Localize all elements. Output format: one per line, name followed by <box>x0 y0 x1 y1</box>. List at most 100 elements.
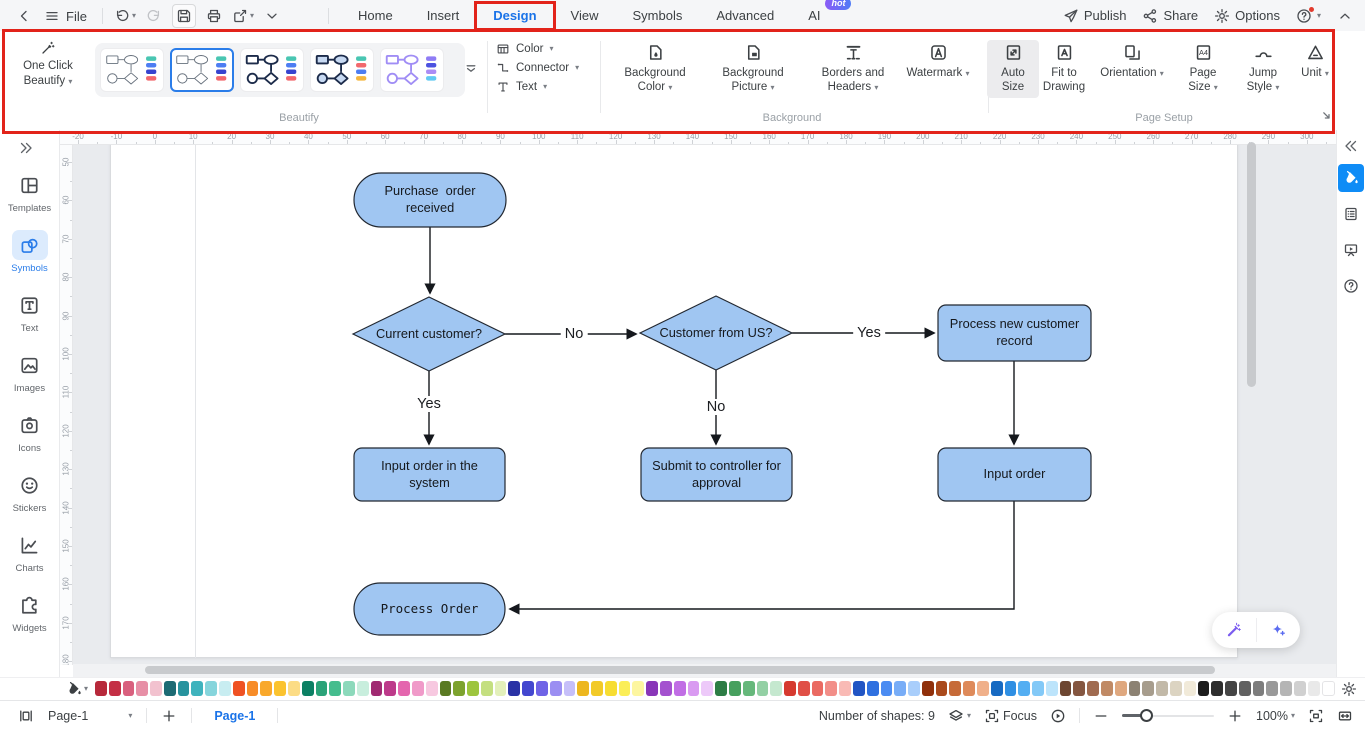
beautify-preset-style-purple[interactable] <box>380 48 444 92</box>
color-swatch[interactable] <box>784 681 796 696</box>
color-swatch[interactable] <box>1225 681 1237 696</box>
color-swatch[interactable] <box>301 681 314 696</box>
color-swatch[interactable] <box>687 681 700 696</box>
color-swatch[interactable] <box>756 681 769 696</box>
color-swatch[interactable] <box>811 681 824 696</box>
undo-button[interactable]: ▾ <box>114 8 136 24</box>
color-swatch[interactable] <box>1183 681 1196 696</box>
right-panel-help-circle[interactable] <box>1338 272 1364 300</box>
color-swatch[interactable] <box>370 681 383 696</box>
connector-menu[interactable]: Connector▾ <box>496 61 579 75</box>
color-swatch[interactable] <box>480 681 493 696</box>
share-button[interactable]: Share <box>1142 8 1198 24</box>
color-swatch[interactable] <box>1032 681 1044 696</box>
color-swatch[interactable] <box>1059 681 1072 696</box>
flowchart-node[interactable] <box>351 296 507 372</box>
color-swatch[interactable] <box>632 681 645 696</box>
file-menu[interactable]: File <box>44 8 87 24</box>
vertical-scrollbar[interactable] <box>1247 142 1256 387</box>
tab-symbols[interactable]: Symbols <box>632 8 683 23</box>
color-swatch[interactable] <box>1114 681 1127 696</box>
beautify-preset-style-light-1[interactable] <box>100 48 164 92</box>
color-swatch[interactable] <box>1087 681 1100 696</box>
color-swatch[interactable] <box>591 681 603 696</box>
beautify-preset-style-bold-filled[interactable] <box>310 48 374 92</box>
color-swatch[interactable] <box>287 681 300 696</box>
fit-screen-button[interactable] <box>1308 708 1324 724</box>
color-swatch[interactable] <box>977 681 989 696</box>
color-swatch[interactable] <box>1266 681 1279 696</box>
beautify-preset-style-bold-dark[interactable] <box>240 48 304 92</box>
color-swatch[interactable] <box>205 681 218 696</box>
color-swatch[interactable] <box>315 681 328 696</box>
flowchart-node[interactable] <box>353 582 506 636</box>
color-swatch[interactable] <box>398 681 410 696</box>
beautify-preset-style-light-2[interactable] <box>170 48 234 92</box>
color-swatch[interactable] <box>604 681 617 696</box>
add-page-button[interactable] <box>161 708 177 724</box>
color-menu[interactable]: Color▾ <box>496 42 579 56</box>
jump-style-button[interactable]: Jump Style ▾ <box>1235 40 1291 98</box>
color-swatch[interactable] <box>136 681 149 696</box>
color-swatch[interactable] <box>563 681 576 696</box>
sidebar-item-charts[interactable]: Charts <box>2 530 58 574</box>
color-swatch[interactable] <box>1307 681 1320 696</box>
color-swatch[interactable] <box>108 681 121 696</box>
fill-tool-button[interactable]: ▾ <box>66 681 88 697</box>
color-swatch[interactable] <box>949 681 962 696</box>
color-swatch[interactable] <box>411 681 424 696</box>
color-swatch[interactable] <box>1293 681 1306 696</box>
color-swatch[interactable] <box>935 681 948 696</box>
zoom-slider[interactable] <box>1122 708 1214 723</box>
color-swatch[interactable] <box>191 681 204 696</box>
color-swatch[interactable] <box>1156 681 1168 696</box>
focus-button[interactable]: Focus <box>984 708 1037 724</box>
color-swatch[interactable] <box>660 681 672 696</box>
tab-design[interactable]: Design <box>474 0 556 31</box>
flowchart-node[interactable] <box>640 447 793 502</box>
horizontal-scrollbar[interactable] <box>145 666 1215 674</box>
flowchart-node[interactable] <box>353 447 506 502</box>
color-swatch[interactable] <box>343 681 355 696</box>
color-swatch[interactable] <box>797 681 810 696</box>
color-swatch[interactable] <box>453 681 466 696</box>
color-swatch[interactable] <box>1321 681 1336 696</box>
sidebar-item-icons[interactable]: Icons <box>2 410 58 454</box>
color-swatch[interactable] <box>549 681 562 696</box>
page-setup-launcher-icon[interactable] <box>1318 107 1334 123</box>
color-swatch[interactable] <box>852 681 865 696</box>
sidebar-item-text[interactable]: Text <box>2 290 58 334</box>
unit-button[interactable]: Unit ▾ <box>1293 40 1337 83</box>
color-swatch[interactable] <box>770 681 783 696</box>
flowchart-connector[interactable] <box>508 501 1015 615</box>
sidebar-item-templates[interactable]: Templates <box>2 170 58 214</box>
print-button[interactable] <box>206 8 222 24</box>
color-swatch[interactable] <box>1211 681 1224 696</box>
sidebar-item-stickers[interactable]: Stickers <box>2 470 58 514</box>
text-menu[interactable]: Text▾ <box>496 80 579 94</box>
background-color-button[interactable]: Background Color ▾ <box>614 40 696 98</box>
zoom-level-dropdown[interactable]: 100% ▾ <box>1256 709 1295 723</box>
color-swatch[interactable] <box>522 681 534 696</box>
color-swatch[interactable] <box>384 681 397 696</box>
color-swatch[interactable] <box>329 681 342 696</box>
watermark-button[interactable]: Watermark ▾ <box>893 40 983 83</box>
color-swatch[interactable] <box>894 681 907 696</box>
orientation-button[interactable]: Orientation ▾ <box>1090 40 1174 83</box>
export-button[interactable]: ▾ <box>232 8 254 24</box>
tab-insert[interactable]: Insert <box>426 8 460 23</box>
color-swatch[interactable] <box>618 681 631 696</box>
layers-button[interactable]: ▾ <box>948 708 971 724</box>
color-swatch[interactable] <box>577 681 590 696</box>
color-swatch[interactable] <box>508 681 521 696</box>
color-swatch[interactable] <box>219 681 231 696</box>
chevron-down-button[interactable] <box>264 8 280 24</box>
ai-beautify-button[interactable] <box>1213 618 1256 642</box>
fit-to-drawing-button[interactable]: Fit to Drawing <box>1032 40 1096 98</box>
zoom-out-button[interactable] <box>1093 708 1109 724</box>
color-swatch[interactable] <box>1280 681 1292 696</box>
flowchart-node[interactable] <box>937 304 1092 362</box>
color-swatch[interactable] <box>1252 681 1265 696</box>
